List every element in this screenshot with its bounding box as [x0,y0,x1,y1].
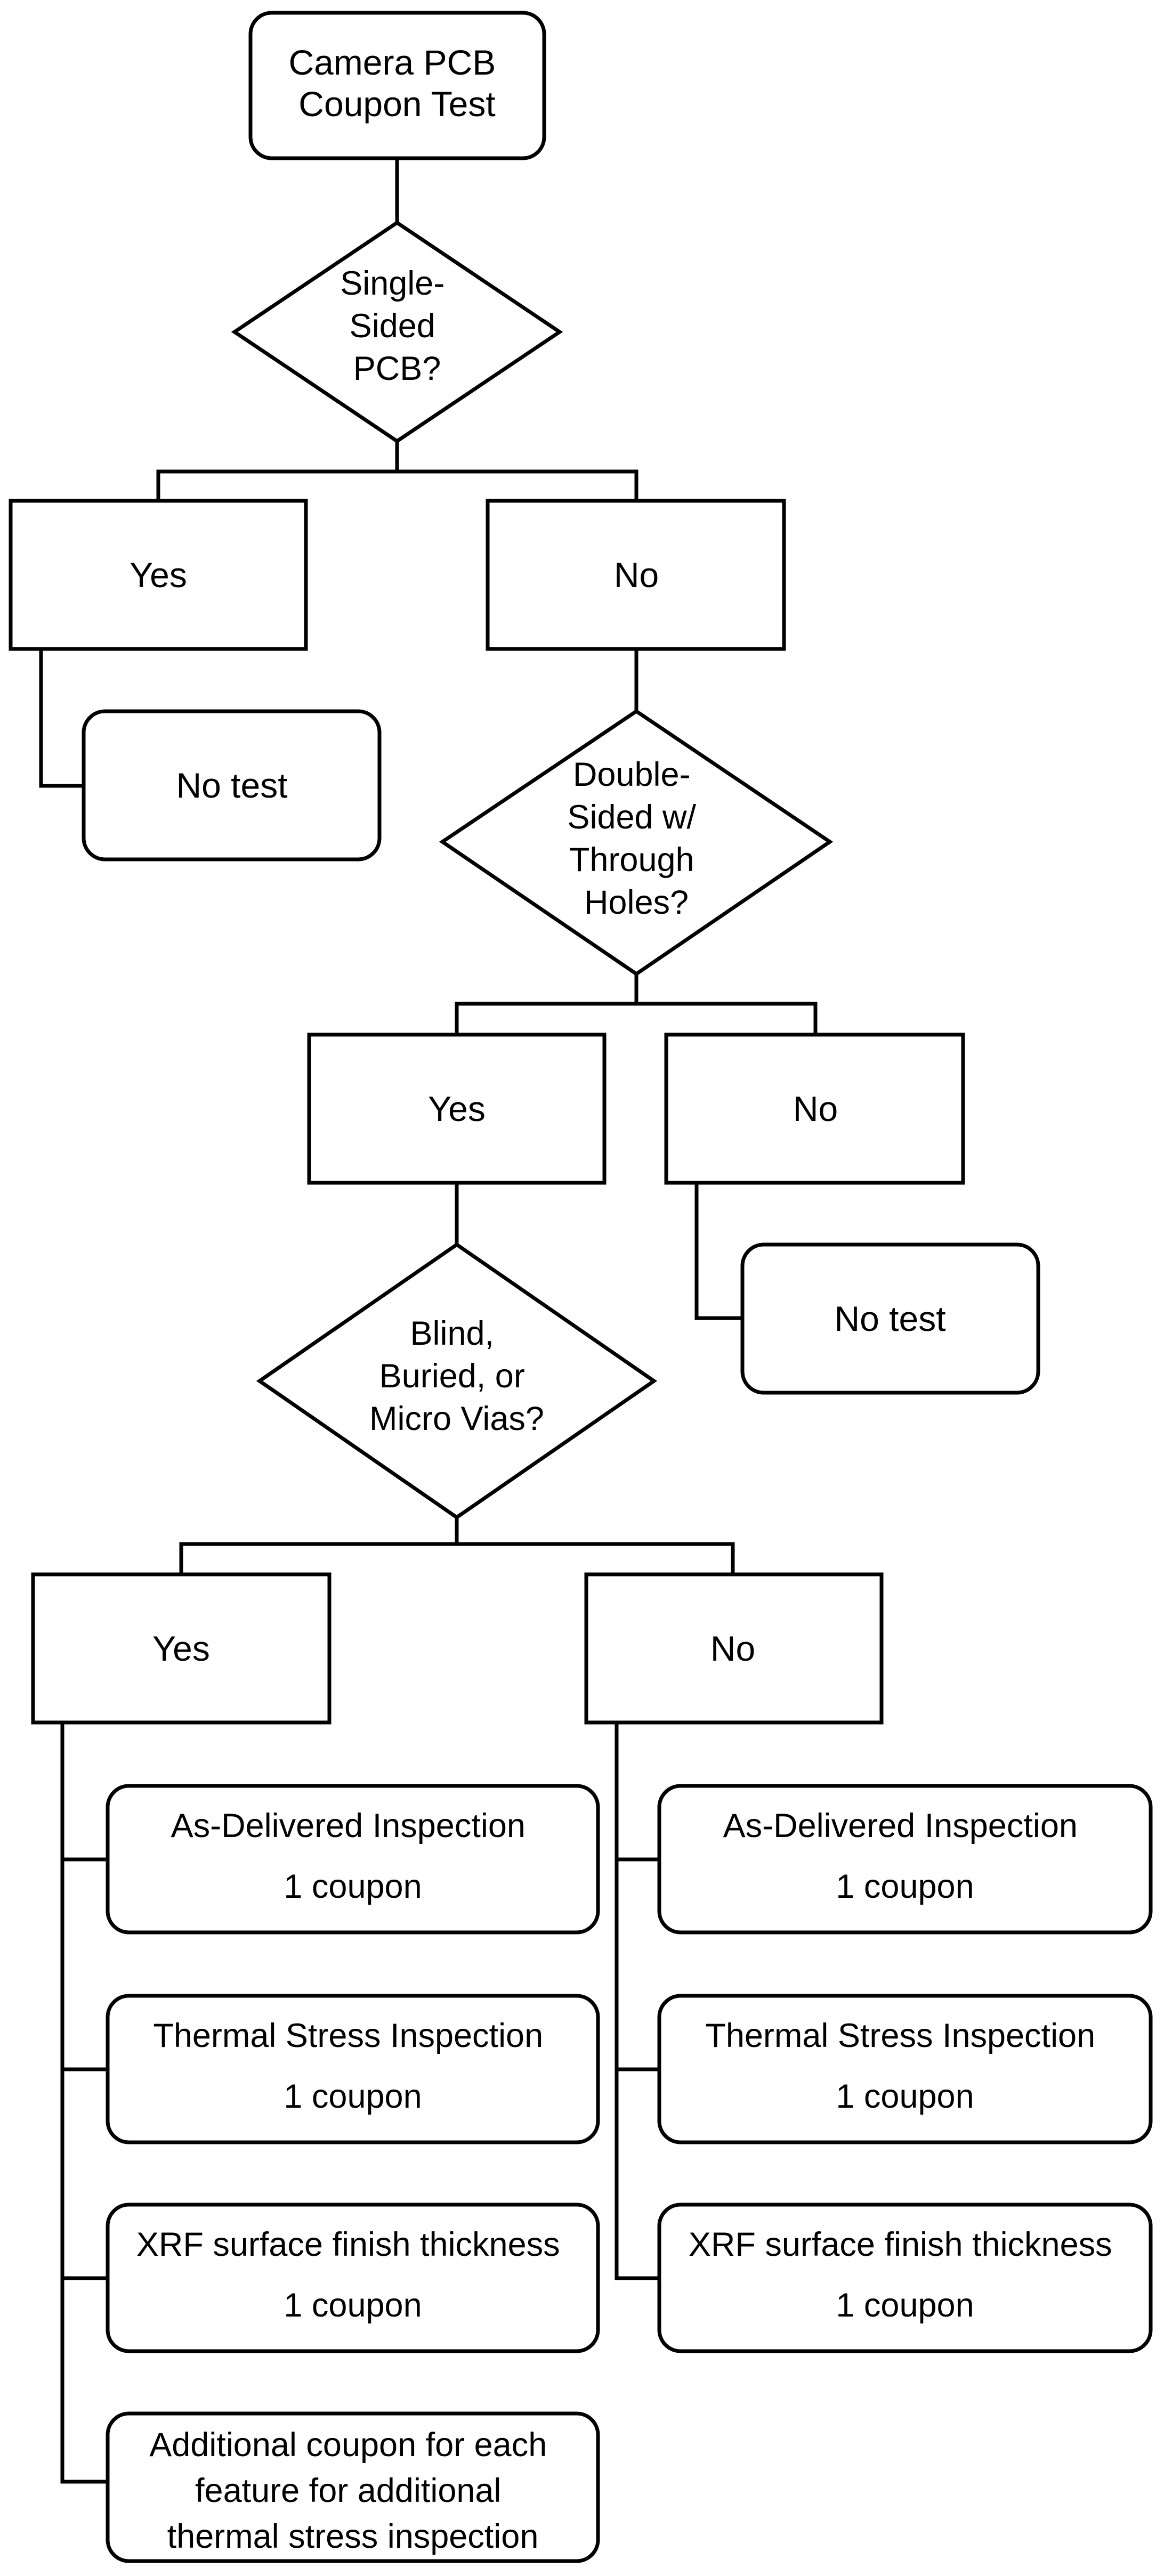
test-no-xrf [657,2203,1153,2353]
q3-yes-box [31,1572,332,1725]
test-yes-xrf [106,2203,600,2353]
connector-q2-split [455,972,818,1037]
test-no-thermal-stress [657,1994,1153,2144]
decision-double-sided-label: Double- Sided w/ Through Holes? [567,756,705,921]
decision-double-sided [439,709,834,977]
test-yes-thermal-stress-label: Thermal Stress Inspection 1 coupon [153,2017,552,2115]
test-no-as-delivered [657,1784,1153,1935]
decision-single-sided [231,220,563,444]
q1-no-box [486,499,786,651]
connector-q1-yes-notest [39,647,86,788]
connector-q1-split [156,439,638,503]
q1-no-label: No [614,555,659,595]
q1-yes-no-test-label: No test [176,766,287,805]
test-yes-xrf-label: XRF surface finish thickness 1 coupon [136,2226,569,2324]
test-no-thermal-stress-label: Thermal Stress Inspection 1 coupon [705,2017,1104,2115]
test-yes-as-delivered-label: As-Delivered Inspection 1 coupon [171,1807,535,1905]
connector-q2-no-notest [694,1181,745,1320]
q2-no-no-test [740,1242,1040,1395]
q3-yes-label: Yes [152,1629,210,1668]
q2-no-no-test-label: No test [834,1299,945,1338]
q1-yes-label: Yes [130,555,187,595]
test-yes-thermal-stress [106,1994,600,2144]
start-node-label: Camera PCB Coupon Test [288,43,505,124]
q2-yes-label: Yes [428,1089,486,1128]
connectors [39,156,818,2484]
start-node [248,11,546,160]
test-no-xrf-label: XRF surface finish thickness 1 coupon [689,2226,1121,2324]
q2-yes-box [307,1033,607,1185]
decision-single-sided-label: Single- Sided PCB? [340,265,454,387]
connector-q3-split [179,1515,735,1577]
decision-vias-label: Blind, Buried, or Micro Vias? [369,1315,544,1437]
q1-yes-box [9,499,308,651]
q1-yes-no-test [82,709,382,862]
connector-no-tests [615,1720,661,2280]
test-yes-additional-coupon-label: Additional coupon for each feature for a… [149,2426,556,2555]
test-yes-additional-coupon [106,2411,600,2563]
q3-no-label: No [710,1629,755,1668]
test-no-as-delivered-label: As-Delivered Inspection 1 coupon [723,1807,1087,1905]
q2-no-label: No [793,1089,838,1128]
q2-no-box [664,1033,965,1185]
decision-vias [256,1242,658,1520]
test-yes-as-delivered [106,1784,600,1935]
connector-yes-tests [60,1720,110,2484]
q3-no-box [584,1572,884,1725]
